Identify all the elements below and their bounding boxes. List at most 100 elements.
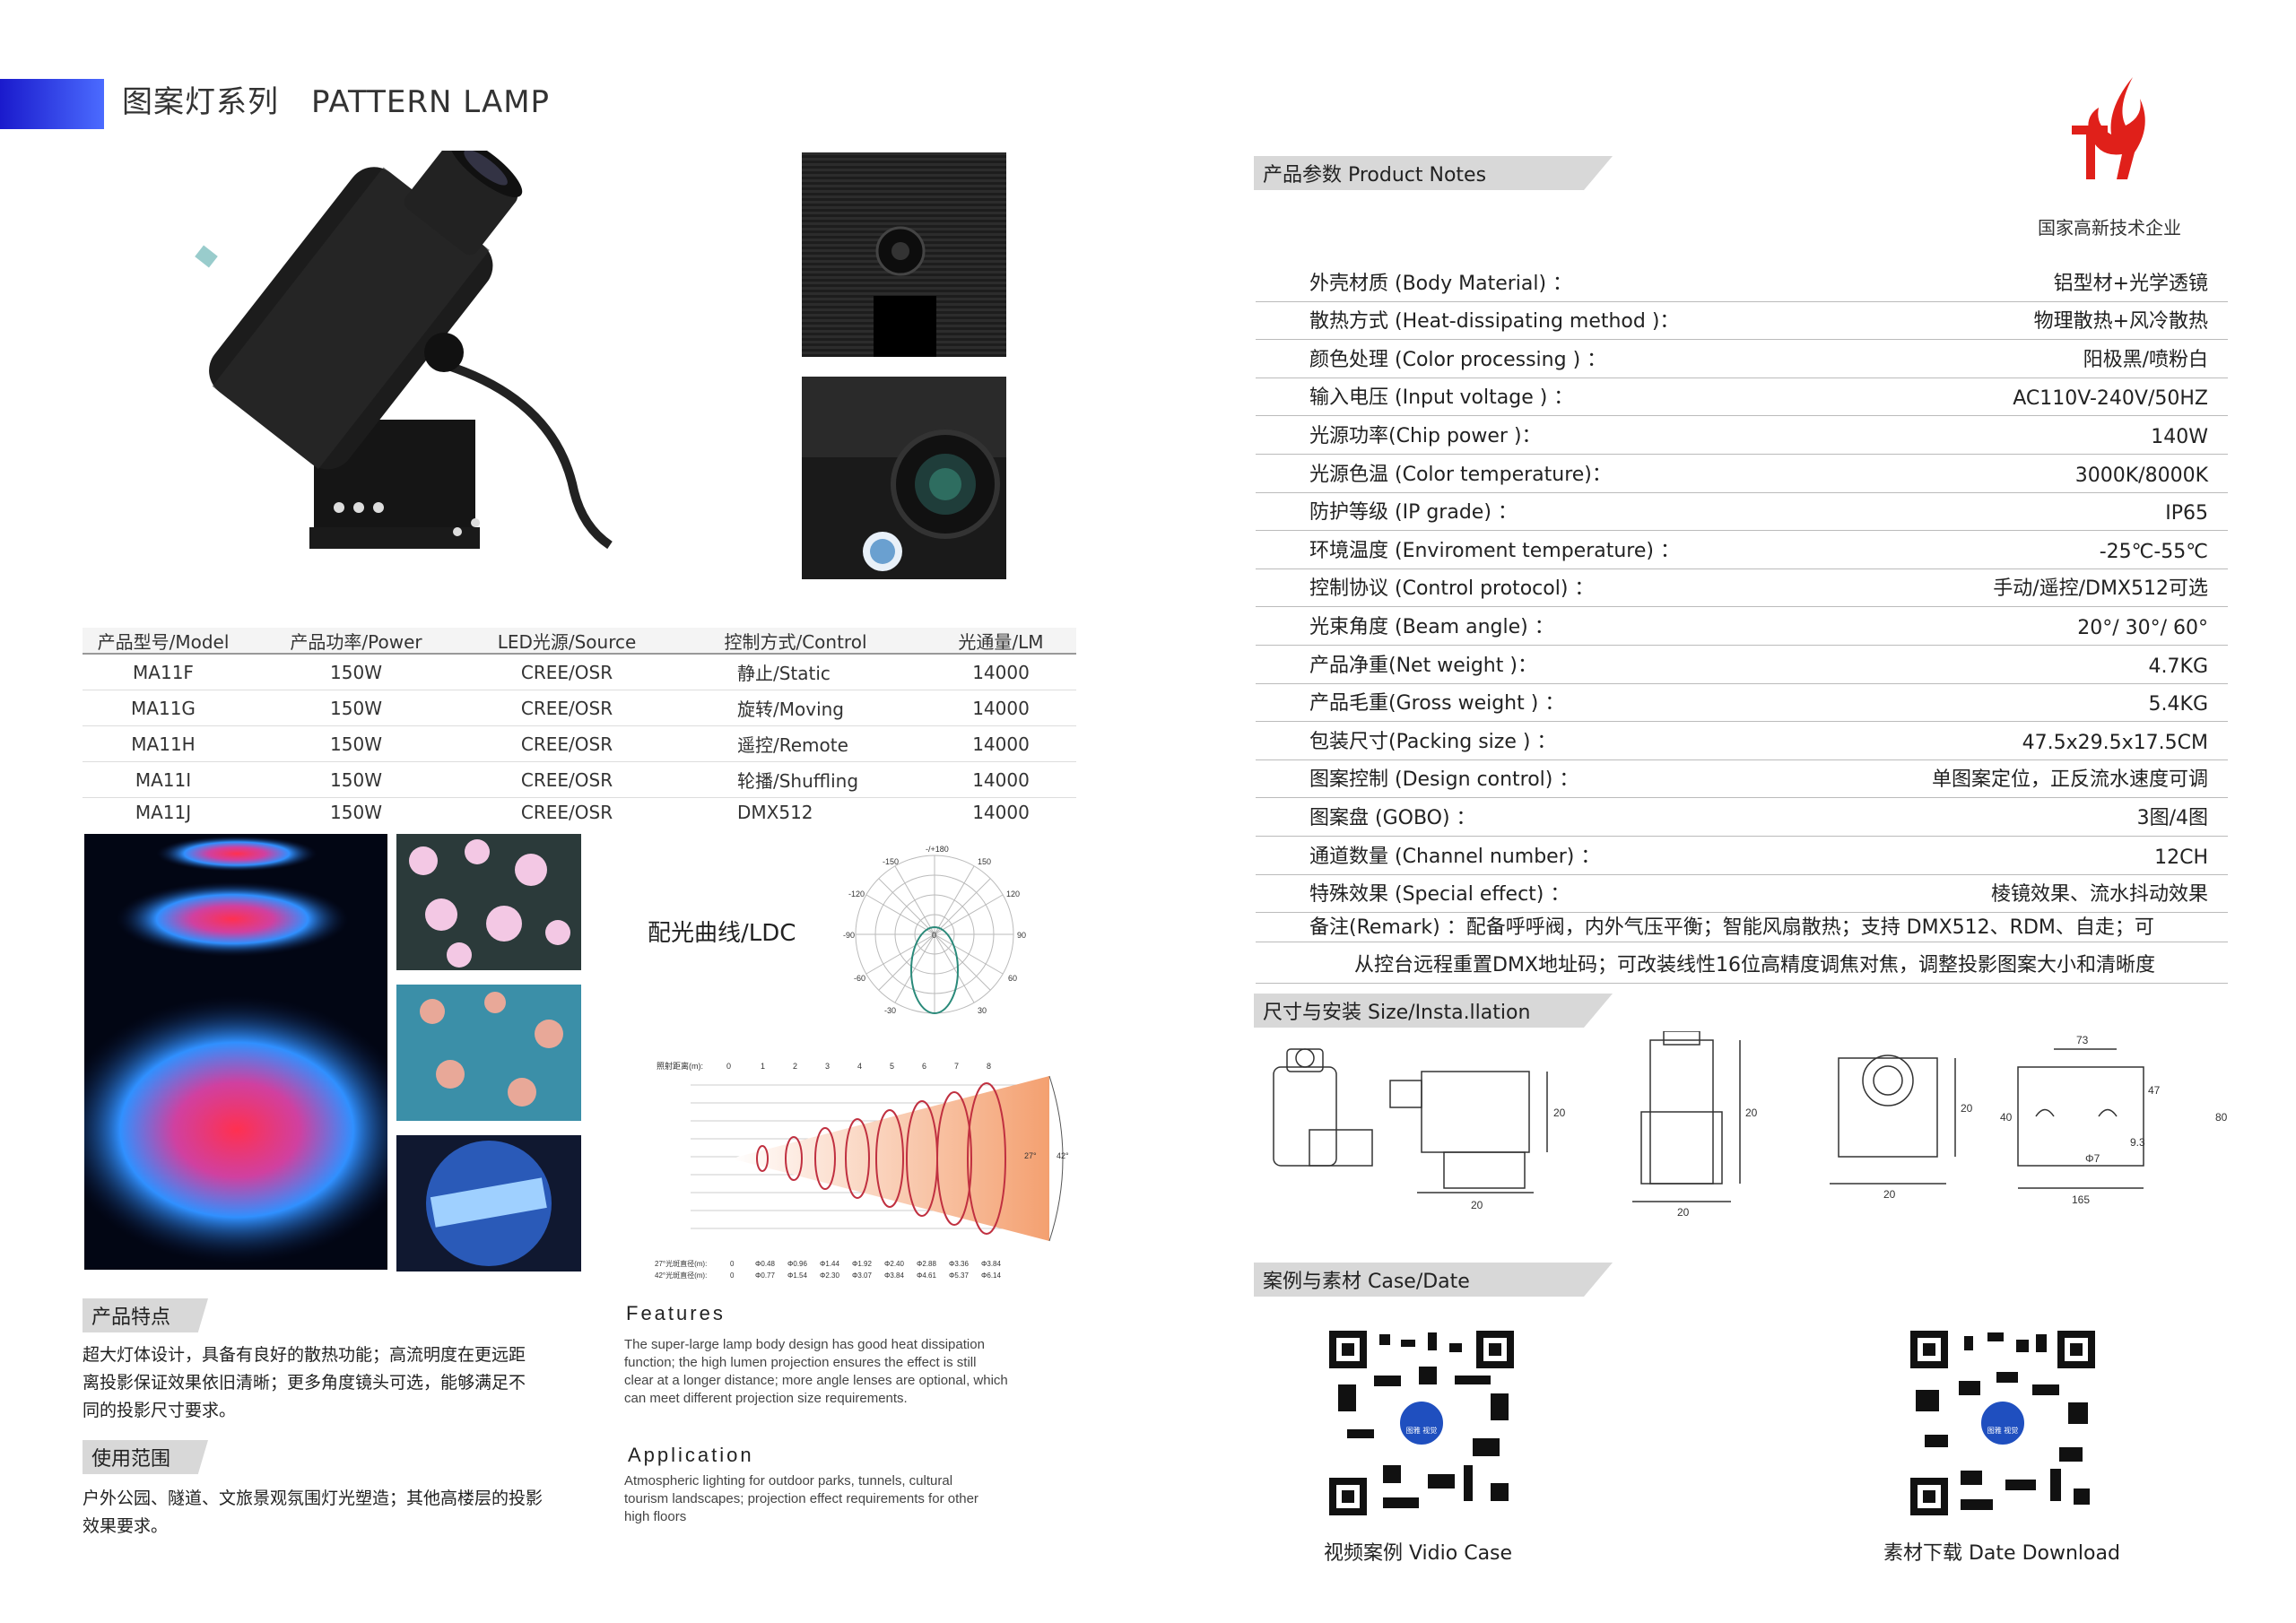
- beam-row2-value: Φ1.54: [787, 1271, 808, 1280]
- dim-label: 20: [1883, 1188, 1896, 1201]
- ldc-tick: 60: [1008, 974, 1017, 983]
- product-notes-tab: 产品参数 Product Notes: [1254, 156, 1613, 190]
- ldc-tick: 0: [932, 931, 936, 940]
- qr-code-date-download[interactable]: 图雅 视觉: [1910, 1331, 2095, 1515]
- application-cn-line: 效果要求。: [83, 1516, 169, 1536]
- spec-row: 颜色处理 (Color processing ) ： 阳极黑/喷粉白: [1256, 340, 2228, 378]
- power-cell: 150W: [330, 697, 382, 719]
- dim-label: 9.3: [2130, 1136, 2145, 1149]
- table-row: MA11F 150W CREE/OSR 静止/Static 14000: [83, 655, 1076, 690]
- ldc-tick: -90: [843, 931, 855, 940]
- detail-photo-knob: [802, 152, 1006, 357]
- beam-row2-value: 0: [730, 1271, 735, 1280]
- qr-download-caption: 素材下载 Date Download: [1883, 1542, 2120, 1565]
- spec-value: 12CH: [2154, 846, 2208, 869]
- spec-label: 输入电压 (Input voltage ) ：: [1309, 386, 1574, 410]
- product-notes-title: 产品参数 Product Notes: [1263, 164, 1487, 187]
- spec-row: 控制协议 (Control protocol) ：手动/遥控/DMX512可选: [1256, 569, 2228, 608]
- header-accent-bar: [0, 79, 104, 129]
- control-col-header: 控制方式/Control: [724, 630, 867, 653]
- source-cell: CREE/OSR: [520, 697, 613, 719]
- beam-distance-tick: 8: [987, 1062, 991, 1071]
- spec-label: 外壳材质 (Body Material) ：: [1309, 272, 1573, 295]
- model-cell: MA11J: [135, 802, 192, 823]
- beam-distance-tick: 0: [726, 1062, 731, 1071]
- table-row: MA11G 150W CREE/OSR 旋转/Moving 14000: [83, 690, 1076, 726]
- ldc-tick: -/+180: [926, 845, 949, 854]
- spec-row: 光源色温 (Color temperature)：3000K/8000K: [1256, 455, 2228, 493]
- cases-tab: 案例与素材 Case/Date: [1254, 1263, 1613, 1297]
- dim-label: 165: [2072, 1193, 2090, 1206]
- qr-code-video-case[interactable]: 图雅 视觉: [1329, 1331, 1514, 1515]
- cases-title: 案例与素材 Case/Date: [1263, 1271, 1470, 1293]
- control-cell: 轮播/Shuffling: [737, 770, 859, 792]
- features-en-line: The super-large lamp body design has goo…: [624, 1337, 985, 1352]
- beam-row1-value: Φ3.84: [981, 1260, 1002, 1268]
- beam-row2-value: Φ5.37: [949, 1271, 970, 1280]
- ldc-polar-chart: -/+180 -150 150 -120 120 -90 90 -60 60 -…: [843, 845, 1026, 1015]
- spec-row: 产品毛重(Gross weight ) ：5.4KG: [1256, 684, 2228, 723]
- beam-row1-value: Φ1.44: [820, 1260, 840, 1268]
- projection-photo-blossoms: [396, 834, 581, 970]
- table-row: MA11I 150W CREE/OSR 轮播/Shuffling 14000: [83, 762, 1076, 798]
- beam-distance-tick: 5: [890, 1062, 894, 1071]
- ldc-tick: -30: [884, 1006, 896, 1015]
- ldc-tick: -60: [854, 974, 865, 983]
- beam-angle-42: 42°: [1057, 1151, 1069, 1160]
- spec-row: 包装尺寸(Packing size ) ：47.5x29.5x17.5CM: [1256, 722, 2228, 760]
- spec-row: 特殊效果 (Special effect) ：棱镜效果、流水抖动效果: [1256, 875, 2228, 914]
- ldc-tick: -150: [883, 857, 899, 866]
- model-cell: MA11G: [131, 697, 196, 719]
- spec-value: AC110V-240V/50HZ: [2013, 387, 2208, 411]
- spec-value: -25℃-55℃: [2099, 540, 2208, 563]
- beam-cone-diagram: 照射距离(m): 0 1 2 3 4 5 6 7 8 27° 42° 27°光斑…: [655, 1061, 1069, 1280]
- beam-distance-tick: 1: [761, 1062, 765, 1071]
- spec-label: 控制协议 (Control protocol) ：: [1309, 577, 1595, 601]
- lm-col-header: 光通量/LM: [958, 630, 1044, 653]
- lm-cell: 14000: [972, 733, 1030, 755]
- lm-cell: 14000: [972, 768, 1030, 791]
- dim-label: 20: [1745, 1107, 1758, 1119]
- beam-distance-tick: 7: [954, 1062, 959, 1071]
- spec-value: 5.4KG: [2148, 693, 2208, 716]
- application-en-title: Application: [628, 1444, 754, 1466]
- features-en-line: clear at a longer distance; more angle l…: [624, 1373, 1008, 1388]
- qr-video-caption: 视频案例 Vidio Case: [1324, 1542, 1513, 1565]
- spec-label: 图案控制 (Design control) ：: [1309, 768, 1579, 792]
- spec-label: 包装尺寸(Packing size ) ：: [1309, 730, 1557, 753]
- spec-value: 棱镜效果、流水抖动效果: [1990, 883, 2208, 907]
- spec-label: 颜色处理 (Color processing ) ：: [1309, 348, 1607, 371]
- table-row: MA11J 150W CREE/OSR DMX512 14000: [83, 798, 1076, 827]
- features-en-line: function; the high lumen projection ensu…: [624, 1355, 977, 1370]
- beam-row1-label: 27°光斑直径(m):: [655, 1259, 707, 1268]
- spec-label: 光源功率(Chip power )：: [1309, 424, 1542, 447]
- beam-distance-tick: 2: [793, 1062, 797, 1071]
- installation-title: 尺寸与安装 Size/Insta.llation: [1263, 1002, 1531, 1024]
- spec-row: 产品净重(Net weight )：4.7KG: [1256, 646, 2228, 684]
- spec-label: 产品净重(Net weight )：: [1309, 654, 1537, 677]
- dim-label: 20: [1677, 1206, 1690, 1219]
- application-cn-title: 使用范围: [91, 1448, 171, 1471]
- beam-row2-value: Φ3.07: [852, 1271, 873, 1280]
- spec-value: 阳极黑/喷粉白: [2083, 348, 2208, 371]
- spec-row: 光束角度 (Beam angle) ：20°/ 30°/ 60°: [1256, 607, 2228, 646]
- source-cell: CREE/OSR: [520, 768, 613, 791]
- spec-value: 铝型材+光学透镜: [2053, 272, 2208, 295]
- features-en-text: The super-large lamp body design has goo…: [624, 1336, 1083, 1408]
- source-cell: CREE/OSR: [520, 802, 613, 823]
- beam-angle-27: 27°: [1024, 1151, 1037, 1160]
- installation-tab: 尺寸与安装 Size/Insta.llation: [1254, 994, 1613, 1028]
- beam-row2-value: Φ2.30: [820, 1271, 840, 1280]
- application-en-line: tourism landscapes; projection effect re…: [624, 1491, 978, 1506]
- features-cn-line: 离投影保证效果依旧清晰；更多角度镜头可选，能够满足不: [83, 1373, 526, 1393]
- ldc-tick: 90: [1017, 931, 1026, 940]
- spec-value: 20°/ 30°/ 60°: [2077, 616, 2208, 639]
- spec-label: 通道数量 (Channel number) ：: [1309, 845, 1601, 868]
- model-cell: MA11F: [133, 661, 194, 683]
- beam-distance-label: 照射距离(m):: [657, 1061, 703, 1071]
- beam-row1-value: 0: [730, 1260, 735, 1268]
- qr-badge-text: 图雅 视觉: [1987, 1426, 2019, 1435]
- lm-cell: 14000: [972, 697, 1030, 719]
- spec-row: 外壳材质 (Body Material) ： 铝型材+光学透镜: [1256, 264, 2228, 302]
- features-cn-line: 同的投影尺寸要求。: [83, 1401, 237, 1420]
